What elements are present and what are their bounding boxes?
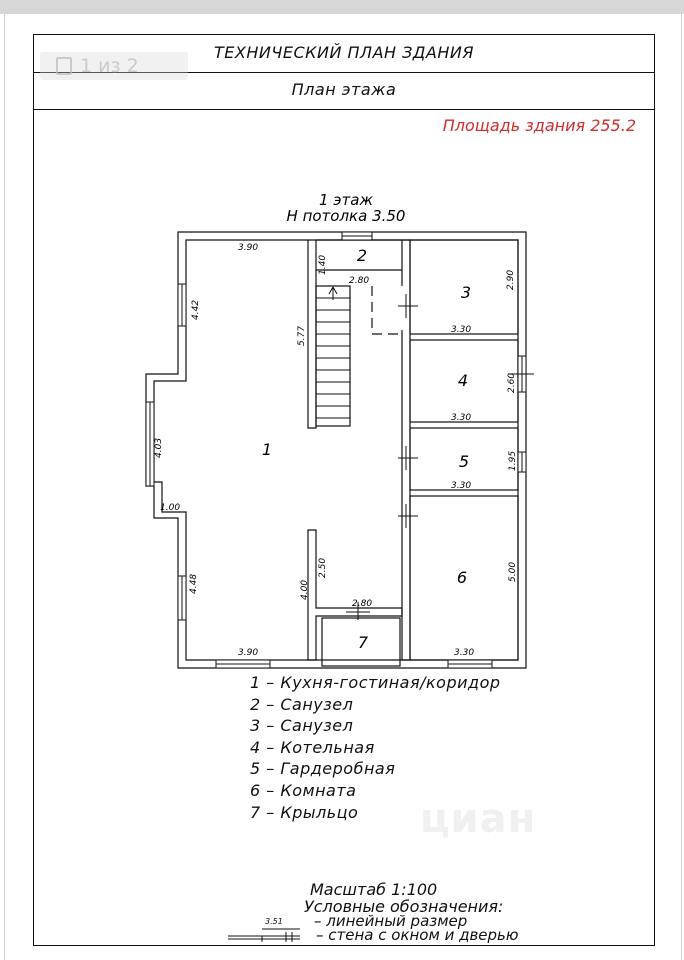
dim-label: 3.30 — [454, 648, 474, 658]
room-7-outline — [321, 617, 401, 667]
room-label-3: 3 — [461, 283, 471, 302]
viewer-top-bar — [0, 0, 684, 14]
legend-item: 1 – Кухня-гостиная/коридор — [250, 673, 501, 692]
legend-item: 4 – Котельная — [250, 737, 375, 757]
room-label-6: 6 — [457, 568, 467, 587]
dim-label: 3.30 — [451, 325, 471, 335]
subtitle-divider — [33, 109, 655, 110]
page-counter-label: 1 из 2 — [80, 55, 139, 77]
legend-item: 3 – Санузел — [250, 716, 354, 736]
dim-label: 2.50 — [318, 558, 328, 578]
dim-label: 4.03 — [154, 438, 164, 458]
room-label-1: 1 — [262, 440, 272, 459]
dim-label: 2.80 — [352, 599, 372, 609]
legend-item: 2 – Санузел — [250, 694, 354, 714]
dim-label: 1.40 — [318, 255, 328, 275]
notation-sample-value: 3.51 — [265, 917, 283, 926]
legend-item: 6 – Комната — [250, 780, 357, 800]
page-icon — [56, 57, 72, 75]
dim-label: 1.95 — [508, 451, 518, 471]
dim-label: 3.90 — [238, 243, 258, 253]
notation-wall: – стена с окном и дверью — [316, 926, 519, 944]
dim-label: 3.30 — [451, 413, 471, 423]
dim-label: 5.77 — [297, 326, 307, 346]
stair-block-wall — [307, 240, 317, 429]
lower-partition — [307, 529, 403, 661]
watermark: циан — [420, 796, 537, 842]
dim-label: 1.00 — [160, 503, 180, 513]
dim-label: 3.30 — [451, 481, 471, 491]
dim-label: 2.60 — [507, 373, 517, 393]
room-label-2: 2 — [357, 246, 367, 265]
inner-wall-outline — [153, 239, 519, 661]
document-title: ТЕХНИЧЕСКИЙ ПЛАН ЗДАНИЯ — [214, 43, 474, 62]
staircase — [315, 285, 351, 427]
legend-item: 5 – Гардеробная — [250, 759, 396, 779]
room-label-4: 4 — [458, 371, 468, 390]
dim-label: 5.00 — [508, 562, 518, 582]
bath-partition — [371, 286, 402, 335]
dim-label: 4.42 — [191, 300, 201, 320]
building-area: Площадь здания 255.2 — [442, 116, 636, 135]
page-counter[interactable]: 1 из 2 — [40, 52, 188, 80]
floor-name: 1 этаж — [319, 191, 373, 209]
room-3-outline — [409, 239, 519, 335]
room-legend: 1 – Кухня-гостиная/коридор 2 – Санузел 3… — [250, 672, 501, 823]
document-page — [4, 14, 682, 960]
dim-label: 2.80 — [349, 276, 369, 286]
dim-label: 4.00 — [300, 580, 310, 600]
room-label-7: 7 — [358, 633, 369, 652]
legend-item: 7 – Крыльцо — [250, 802, 359, 822]
outer-wall-outline — [145, 231, 527, 669]
dim-label: 3.90 — [238, 648, 258, 658]
scale-label: Масштаб 1:100 — [310, 880, 438, 899]
ceiling-height: Н потолка 3.50 — [287, 207, 406, 225]
document-subtitle: План этажа — [291, 80, 397, 99]
notation-linear: – линейный размер — [314, 912, 468, 930]
title-divider — [33, 72, 655, 73]
dim-label: 2.90 — [506, 270, 516, 290]
drawing-frame — [33, 34, 655, 946]
notation-title: Условные обозначения: — [304, 897, 504, 916]
dim-label: 4.48 — [189, 574, 199, 594]
room-label-5: 5 — [459, 452, 469, 471]
